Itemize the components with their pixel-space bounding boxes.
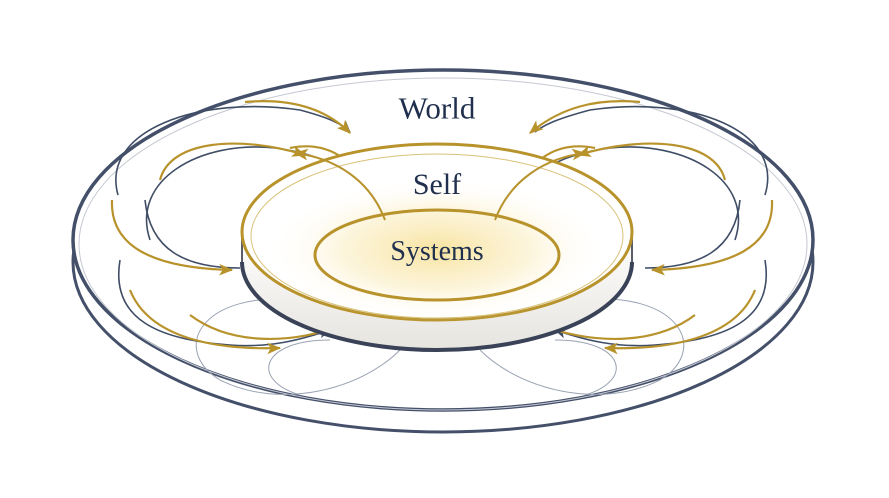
navy-line-right-lower (554, 259, 768, 347)
gold-arrow-right-side (650, 199, 774, 276)
gold-inner-lines (293, 148, 587, 221)
self-ring-wall (242, 232, 632, 350)
self-label: Self (412, 168, 462, 201)
systems-ring (313, 208, 561, 302)
systems-label: Systems (390, 236, 484, 267)
self-ring-wall-shadow (240, 261, 634, 352)
navy-line-right-outer (534, 105, 769, 196)
world-label: World (398, 90, 476, 126)
systems-ring-outline (313, 208, 561, 302)
gold-arrow-top-left (244, 100, 351, 134)
gold-arrow-left-upper (158, 142, 307, 181)
gold-arrow-right-upper (576, 142, 727, 181)
gold-arrow-left-lower (128, 289, 282, 355)
gold-arrow-left-side (110, 199, 234, 276)
gold-arrow-right-lower (603, 289, 757, 355)
lower-faint-loops (195, 298, 685, 396)
self-ring-inner-line (250, 153, 624, 319)
navy-line-left-lower (117, 259, 331, 347)
world-ring-inner-line (78, 77, 808, 411)
gold-arrow-top-right (529, 100, 641, 134)
navy-line-left-outer (115, 105, 351, 196)
